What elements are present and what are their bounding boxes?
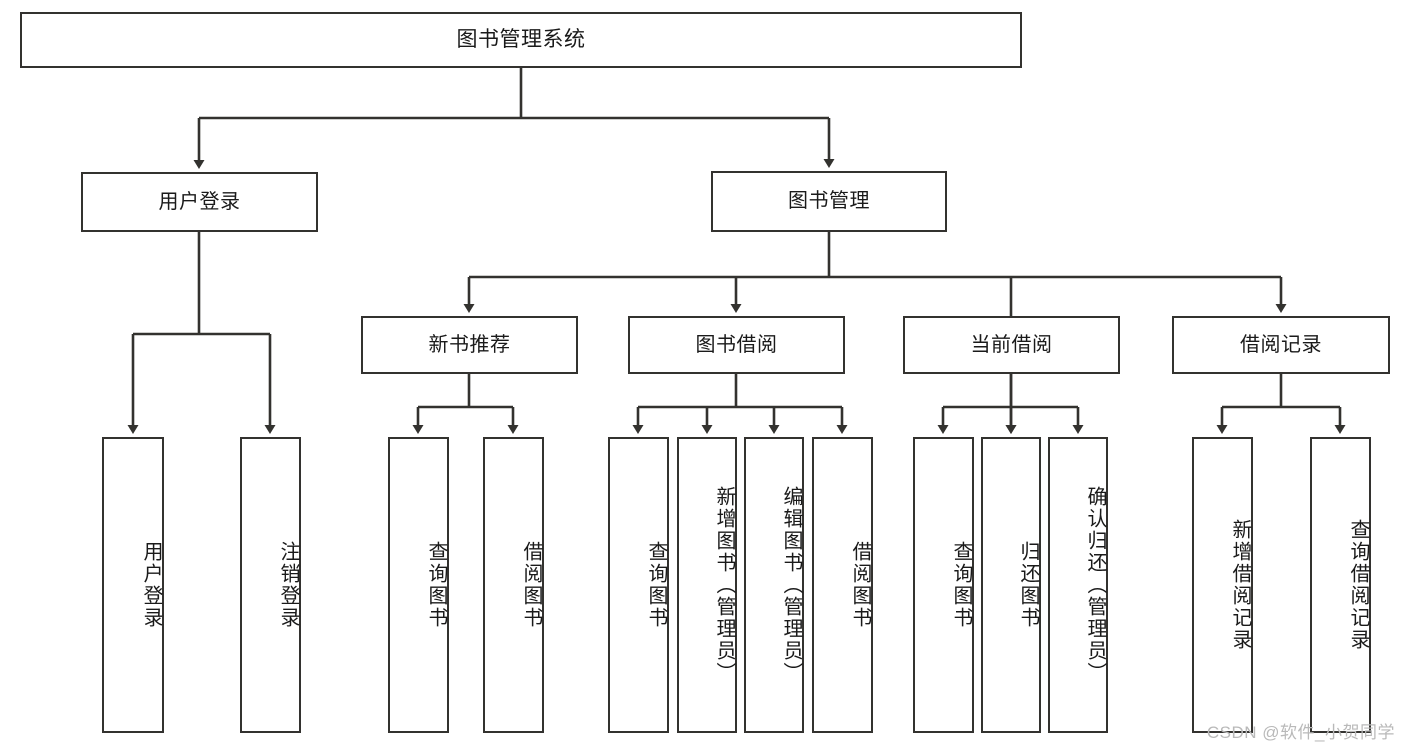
node-book-borrow[interactable]: 图书借阅: [628, 316, 845, 374]
node-leaf-edit-book[interactable]: 编辑图书（管理员）: [744, 437, 804, 733]
node-borrow-record-label: 借阅记录: [1240, 333, 1322, 356]
node-book-management-label: 图书管理: [788, 190, 870, 213]
node-root-system[interactable]: 图书管理系统: [20, 12, 1022, 68]
node-leaf-borrow-book-2-label: 借阅图书: [849, 541, 871, 629]
node-leaf-add-borrow-record[interactable]: 新增借阅记录: [1192, 437, 1253, 733]
node-leaf-query-borrow-record[interactable]: 查询借阅记录: [1310, 437, 1371, 733]
node-leaf-borrow-book-1-label: 借阅图书: [520, 541, 542, 629]
node-leaf-add-book-label: 新增图书（管理员）: [713, 486, 735, 684]
node-leaf-user-login[interactable]: 用户登录: [102, 437, 164, 733]
node-leaf-user-logout-label: 注销登录: [277, 541, 299, 629]
node-leaf-borrow-book-2[interactable]: 借阅图书: [812, 437, 873, 733]
watermark-label: CSDN @软件_小贺同学: [1206, 723, 1395, 742]
node-leaf-confirm-return-label: 确认归还（管理员）: [1084, 486, 1106, 684]
node-leaf-user-logout[interactable]: 注销登录: [240, 437, 301, 733]
node-leaf-query-book-3[interactable]: 查询图书: [913, 437, 974, 733]
node-leaf-query-book-3-label: 查询图书: [950, 541, 972, 629]
node-new-book-recommend-label: 新书推荐: [428, 333, 511, 356]
node-current-borrow[interactable]: 当前借阅: [903, 316, 1120, 374]
node-user-login-label: 用户登录: [158, 190, 241, 213]
node-leaf-return-book-label: 归还图书: [1017, 541, 1039, 629]
node-leaf-query-book-1-label: 查询图书: [425, 541, 447, 629]
node-leaf-query-book-2[interactable]: 查询图书: [608, 437, 669, 733]
node-current-borrow-label: 当前借阅: [970, 333, 1053, 356]
node-leaf-add-borrow-record-label: 新增借阅记录: [1229, 519, 1251, 651]
node-book-management[interactable]: 图书管理: [711, 171, 947, 232]
node-leaf-query-book-1[interactable]: 查询图书: [388, 437, 449, 733]
node-leaf-borrow-book-1[interactable]: 借阅图书: [483, 437, 544, 733]
node-user-login[interactable]: 用户登录: [81, 172, 318, 232]
node-leaf-query-borrow-record-label: 查询借阅记录: [1347, 519, 1369, 651]
node-leaf-user-login-label: 用户登录: [140, 541, 162, 629]
node-leaf-query-book-2-label: 查询图书: [645, 541, 667, 629]
node-leaf-confirm-return[interactable]: 确认归还（管理员）: [1048, 437, 1108, 733]
node-book-borrow-label: 图书借阅: [695, 333, 778, 356]
node-leaf-return-book[interactable]: 归还图书: [981, 437, 1041, 733]
node-leaf-add-book[interactable]: 新增图书（管理员）: [677, 437, 737, 733]
node-borrow-record[interactable]: 借阅记录: [1172, 316, 1390, 374]
node-leaf-edit-book-label: 编辑图书（管理员）: [780, 486, 802, 684]
node-root-system-label: 图书管理系统: [456, 28, 586, 52]
node-new-book-recommend[interactable]: 新书推荐: [361, 316, 578, 374]
